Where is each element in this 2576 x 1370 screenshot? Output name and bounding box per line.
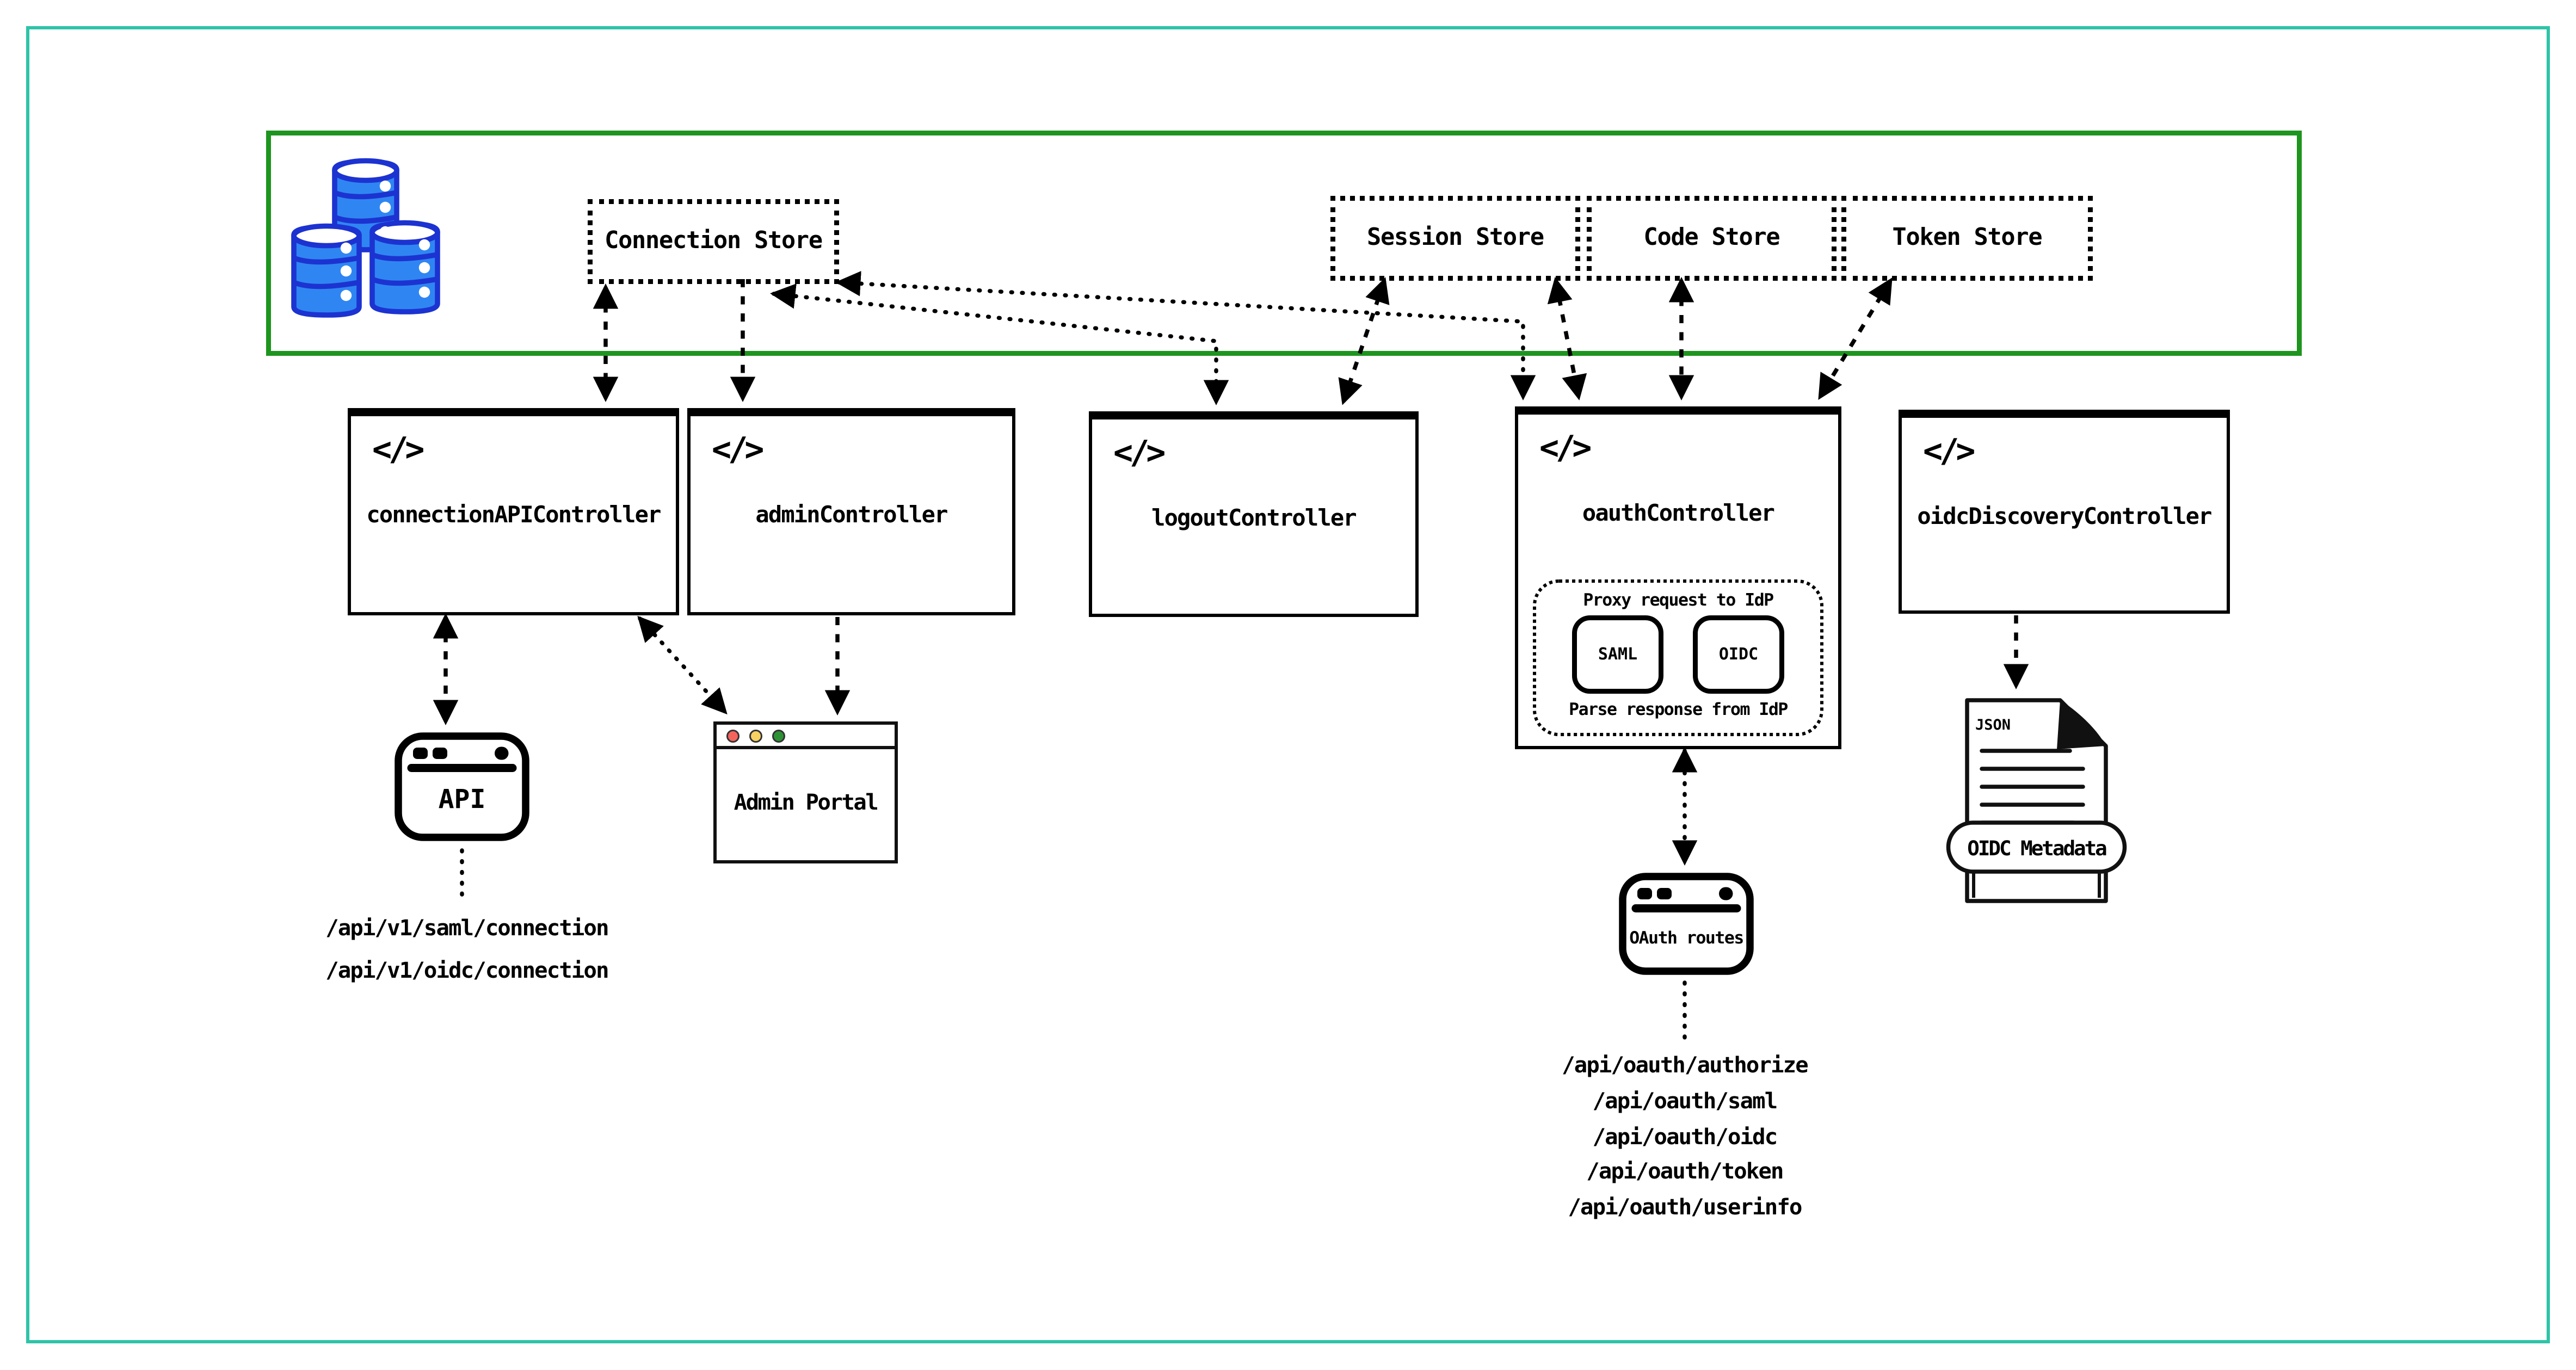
minimize-traffic-light <box>749 729 762 742</box>
code-icon: </> <box>1923 431 1975 470</box>
route-item: /api/oauth/saml <box>1592 1088 1778 1115</box>
admin-portal-window: Admin Portal <box>713 721 898 863</box>
session-store: Session Store <box>1330 196 1580 281</box>
controller-label: oidcDiscoveryController <box>1917 504 2212 530</box>
saml-label: SAML <box>1598 645 1638 664</box>
code-icon: </> <box>1539 428 1592 467</box>
controller-label: logoutController <box>1151 506 1357 532</box>
admin-controller: </> adminController <box>687 408 1015 615</box>
controller-label: oauthController <box>1582 501 1775 527</box>
connection-api-controller: </> connectionAPIController <box>348 408 679 615</box>
route-item: /api/v1/oidc/connection <box>325 958 609 984</box>
oidc-protocol-box: OIDC <box>1693 615 1784 694</box>
close-traffic-light <box>726 729 739 742</box>
oauth-routes-list: /api/oauth/authorize /api/oauth/saml /ap… <box>1521 1050 1848 1227</box>
outer-frame <box>26 26 2550 1344</box>
window-titlebar <box>717 725 895 749</box>
session-store-label: Session Store <box>1367 225 1544 251</box>
token-store: Token Store <box>1841 196 2093 281</box>
route-item: /api/oauth/authorize <box>1562 1053 1808 1079</box>
oidc-discovery-controller: </> oidcDiscoveryController <box>1899 410 2230 614</box>
route-item: /api/oauth/oidc <box>1592 1124 1778 1150</box>
parse-response-label: Parse response from IdP <box>1569 700 1788 720</box>
zoom-traffic-light <box>772 729 785 742</box>
logout-controller: </> logoutController <box>1089 411 1419 617</box>
route-item: /api/oauth/token <box>1586 1159 1784 1186</box>
code-icon: </> <box>712 429 764 468</box>
connection-store-label: Connection Store <box>605 229 823 255</box>
saml-protocol-box: SAML <box>1572 615 1663 694</box>
oauth-controller: </> oauthController Proxy request to IdP… <box>1515 406 1841 749</box>
code-icon: </> <box>1113 433 1166 472</box>
code-store-label: Code Store <box>1643 225 1780 251</box>
controller-label: connectionAPIController <box>366 503 661 529</box>
admin-portal-label: Admin Portal <box>734 790 879 816</box>
connection-store: Connection Store <box>588 199 839 284</box>
code-icon: </> <box>372 429 424 468</box>
token-store-label: Token Store <box>1892 225 2043 251</box>
idp-proxy-box: Proxy request to IdP SAML OIDC Parse res… <box>1533 579 1823 736</box>
connection-api-routes: /api/v1/saml/connection /api/v1/oidc/con… <box>294 908 640 992</box>
route-item: /api/oauth/userinfo <box>1568 1195 1802 1221</box>
route-item: /api/v1/saml/connection <box>325 916 609 942</box>
controller-label: adminController <box>755 503 948 529</box>
code-store: Code Store <box>1587 196 1837 281</box>
proxy-request-label: Proxy request to IdP <box>1583 591 1774 610</box>
oidc-label: OIDC <box>1718 645 1759 664</box>
